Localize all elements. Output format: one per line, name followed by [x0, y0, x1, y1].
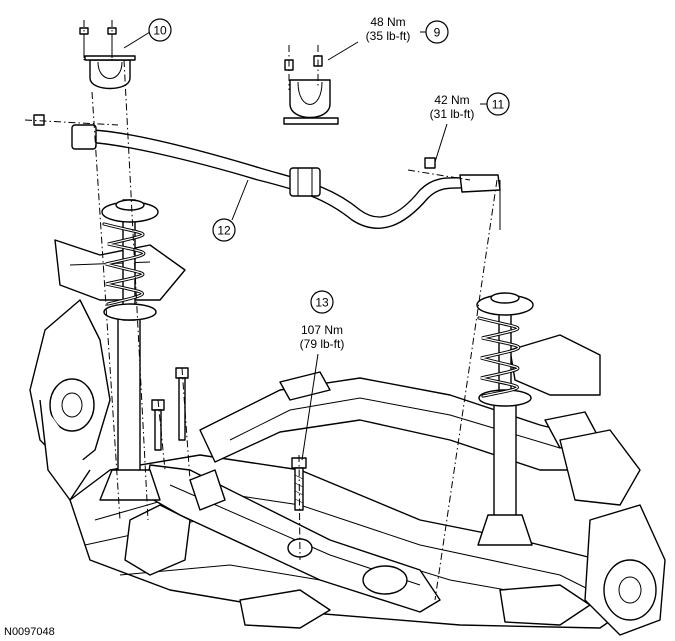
callout-10-label: 10: [153, 24, 167, 38]
steering-gear: [144, 464, 441, 613]
callout-11-torque-nm: 42 Nm: [434, 93, 469, 107]
right-strut: [476, 292, 534, 546]
callout-13-torque-lbft: (79 lb-ft): [300, 337, 345, 351]
callout-13-torque-nm: 107 Nm: [301, 323, 343, 337]
callout-13: 13 107 Nm (79 lb-ft): [300, 290, 345, 461]
left-coil-spring: [102, 222, 146, 306]
callout-11-label: 11: [492, 98, 505, 112]
callout-9-torque-lbft: (35 lb-ft): [366, 29, 411, 43]
right-coil-spring: [477, 316, 521, 398]
callout-12-label: 12: [217, 224, 231, 238]
center-bushing-bracket: [283, 79, 339, 125]
stabilizer-link: [459, 174, 501, 230]
callout-10: 10: [123, 18, 172, 49]
callout-11-torque-lbft: (31 lb-ft): [430, 107, 475, 121]
bolt-left-side: [33, 114, 45, 126]
left-bushing-bracket: [84, 55, 136, 90]
callout-9: 48 Nm (35 lb-ft) 9: [327, 15, 449, 61]
callout-12: 12: [212, 179, 249, 242]
left-knuckle: [29, 239, 186, 501]
figure-id: N0097048: [4, 626, 55, 638]
bolt-subframe-b: [151, 399, 165, 451]
left-strut: [99, 199, 161, 501]
callout-11: 42 Nm (31 lb-ft) 11: [430, 92, 510, 163]
nut-link-upper: [424, 157, 436, 169]
callout-13-label: 13: [315, 296, 329, 310]
callout-9-torque-nm: 48 Nm: [370, 15, 405, 29]
callout-9-label: 9: [434, 26, 441, 40]
right-knuckle: [509, 334, 666, 636]
alignment-lines: [24, 20, 498, 601]
